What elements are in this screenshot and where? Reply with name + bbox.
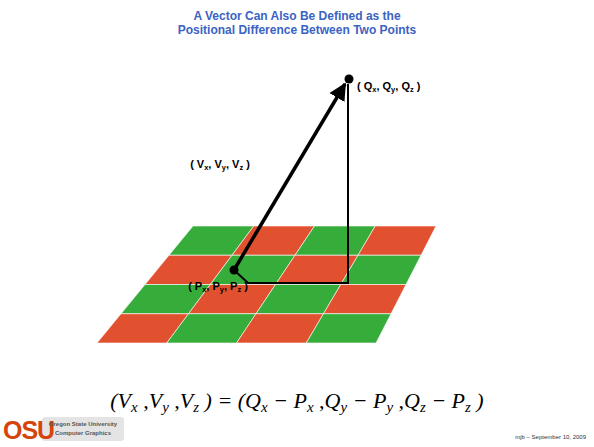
vector-label: ( Vx, Vy, Vz )	[190, 158, 250, 173]
logo: OSU	[3, 415, 54, 445]
institution: Oregon State University	[49, 421, 117, 428]
point-label: ( Px, Py, Pz )	[188, 280, 248, 295]
checkerboard	[97, 226, 436, 343]
board-cell	[358, 226, 436, 255]
component-path	[234, 84, 348, 283]
board-cell	[306, 314, 391, 343]
slide-title: A Vector Can Also Be Defined as the Posi…	[166, 9, 428, 38]
footer-date: mjb – September 10, 2009	[515, 434, 586, 441]
equation: (Vx ,Vy ,Vz ) = (Qx − Px ,Qy − Py ,Qz − …	[110, 388, 483, 417]
vector-arrow	[234, 84, 345, 270]
point-label: ( Qx, Qy, Qz )	[357, 80, 420, 95]
footer-plate	[42, 417, 124, 441]
board-cell	[341, 255, 421, 284]
department: Computer Graphics	[55, 430, 111, 437]
board-cell	[324, 285, 407, 314]
point-p	[230, 266, 239, 275]
point-q	[345, 75, 354, 84]
